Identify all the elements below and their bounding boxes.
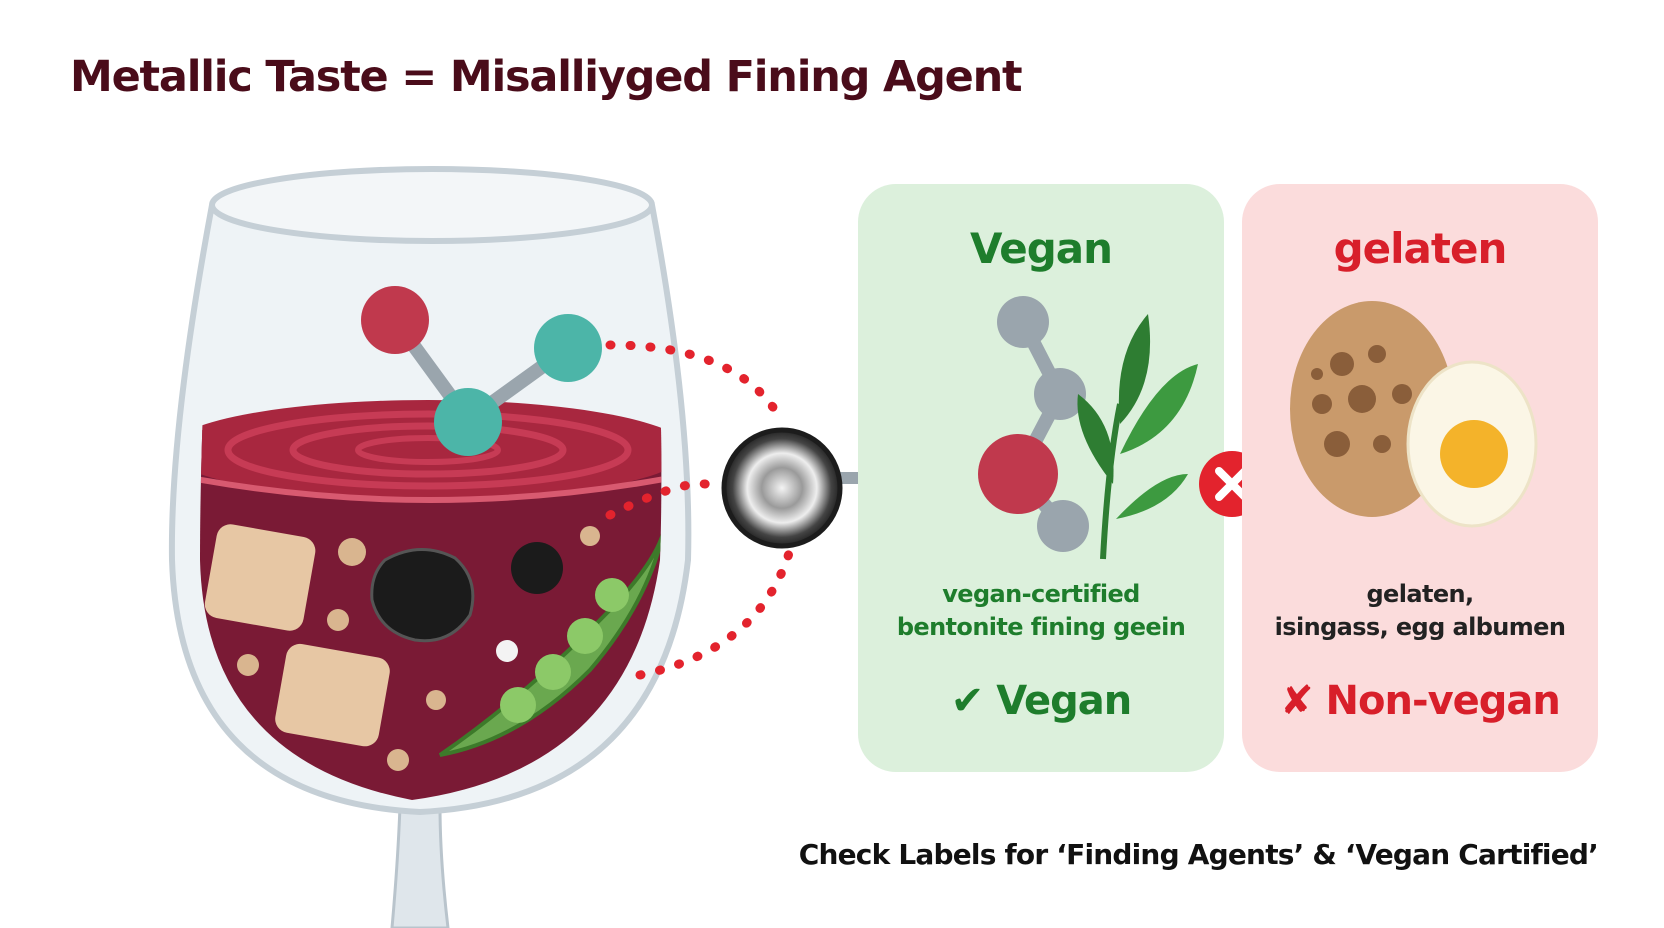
nonvegan-card-description: gelaten, isingass, egg albumen (1274, 580, 1566, 641)
vegan-card-description: vegan-certified bentonite fining geein (896, 580, 1186, 641)
footer-note: Check Labels for ‘Finding Agents’ & ‘Veg… (798, 838, 1599, 871)
nonvegan-card-heading: gelaten (1333, 224, 1508, 273)
vegan-verdict-label: Vegan (996, 678, 1132, 724)
cross-icon: ✘ (1280, 678, 1314, 724)
vegan-verdict: ✔ Vegan (858, 678, 1224, 724)
metal-disc-icon (721, 427, 843, 549)
page-title: Metallic Taste = Misalliyged Fining Agen… (70, 52, 1023, 102)
egg-icon (1290, 301, 1538, 528)
vegan-card-heading: Vegan (970, 224, 1113, 273)
vegan-card: Vegan vegan-certified bentonite fining g… (858, 184, 1224, 772)
dotted-connector (605, 340, 795, 680)
pea-pod-icon (438, 524, 662, 757)
wine-glass-icon (168, 166, 692, 928)
check-icon: ✔ (950, 678, 985, 724)
nonvegan-verdict: ✘ Non-vegan (1242, 678, 1598, 724)
leaf-icon (1077, 314, 1198, 560)
molecule-icon (361, 286, 602, 456)
nonvegan-verdict-label: Non-vegan (1325, 678, 1561, 724)
nonvegan-card: gelaten gelaten, isingass, egg albumen ✘… (1242, 184, 1598, 772)
molecule-icon (978, 296, 1198, 560)
